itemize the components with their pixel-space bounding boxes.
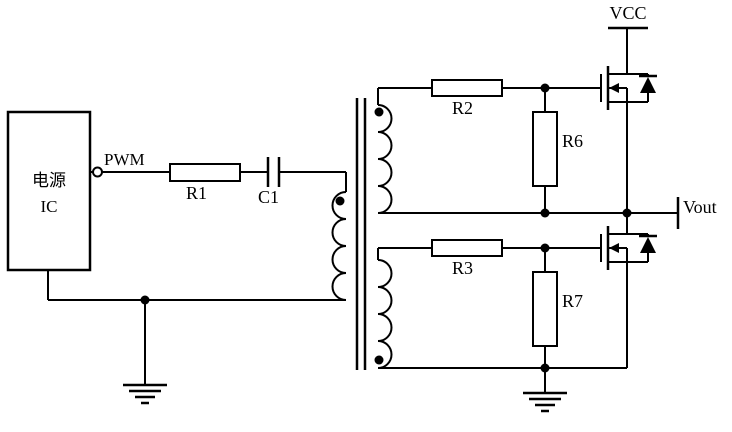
r7-label: R7 (562, 291, 584, 311)
mosfet-arrow-icon (609, 243, 619, 253)
phase-dot-primary (335, 196, 345, 206)
r2-label: R2 (452, 98, 474, 118)
resistor-r2 (431, 79, 503, 97)
transformer-secondary-top-coil (377, 104, 393, 214)
mosfet-top (600, 28, 657, 213)
resistor-r3 (431, 239, 503, 257)
vout-label: Vout (683, 197, 717, 217)
power-ic-label: 电源 IC (8, 112, 90, 270)
capacitor-c1 (266, 157, 281, 187)
transformer-core (355, 98, 367, 370)
wire-secondary-bottom-upper (377, 247, 601, 260)
phase-dot-secondary-bottom (374, 355, 384, 365)
body-diode-bottom (627, 233, 657, 263)
wire-bottom-rail (378, 367, 627, 393)
junction-dots (140, 83, 632, 373)
resistor-r6 (532, 88, 558, 213)
wire-primary-return (47, 270, 346, 385)
pwm-label: PWM (104, 150, 145, 169)
pwm-terminal (92, 166, 103, 178)
ground-left (123, 383, 167, 405)
transformer-primary-coil (331, 191, 347, 301)
r6-label: R6 (562, 131, 584, 151)
mosfet-bottom (600, 213, 657, 368)
mosfet-arrow-icon (609, 83, 619, 93)
resistor-r7 (532, 248, 558, 368)
power-ic-label-line2: IC (40, 196, 58, 216)
transformer (331, 98, 393, 370)
vcc-label: VCC (609, 3, 647, 23)
transformer-secondary-bottom-coil (377, 259, 393, 369)
resistor-r1 (169, 163, 241, 182)
c1-label: C1 (258, 187, 280, 207)
r1-label: R1 (186, 183, 208, 203)
power-ic-label-line1: 电源 (32, 170, 66, 190)
wire-secondary-top-upper (377, 87, 601, 105)
phase-dot-secondary-top (374, 107, 384, 117)
ground-right (523, 391, 567, 413)
r3-label: R3 (452, 258, 474, 278)
wire-c1-primary (279, 171, 347, 192)
body-diode-top (627, 73, 657, 103)
